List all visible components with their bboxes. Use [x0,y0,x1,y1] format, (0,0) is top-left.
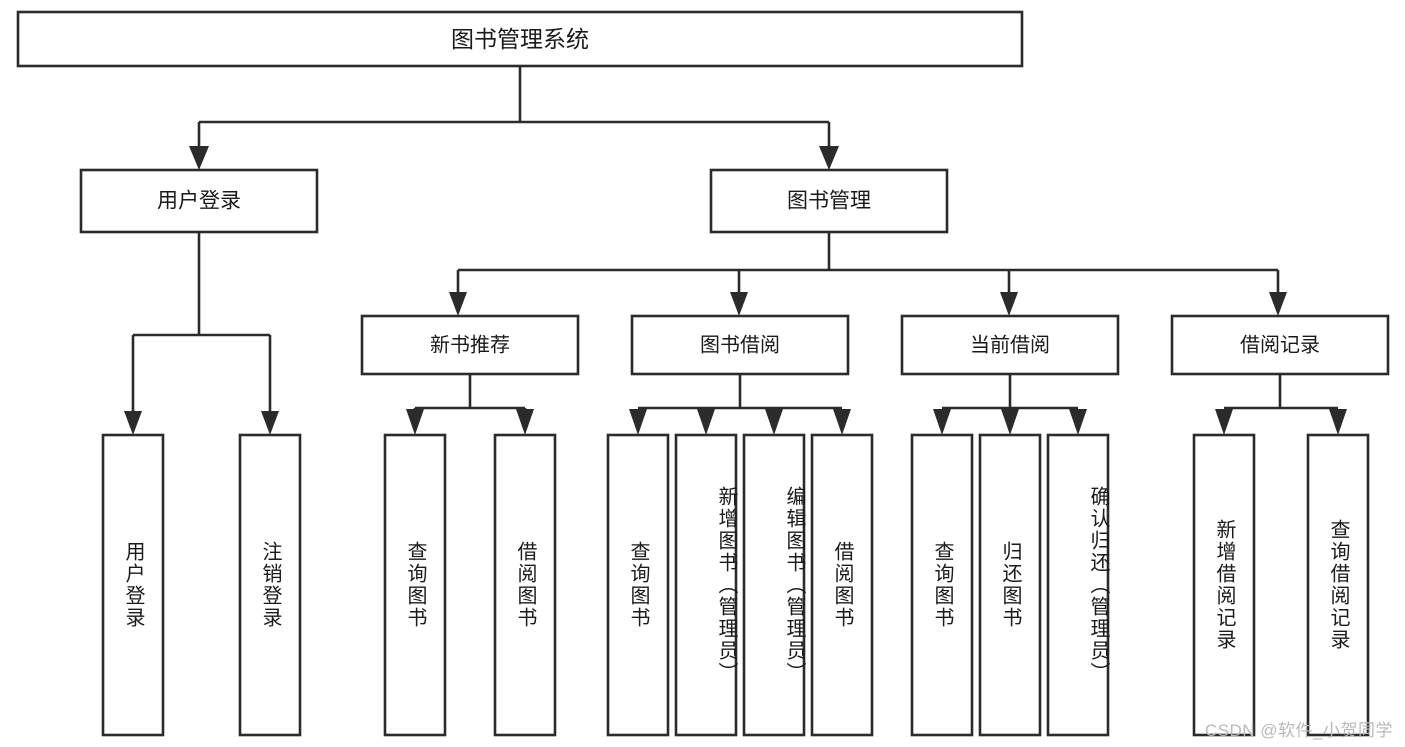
watermark-text: CSDN @软件_小贺同学 [1204,721,1393,740]
node-book-borrow-label: 图书借阅 [700,333,780,356]
node-current-borrow-label: 当前借阅 [970,333,1050,356]
arrowhead-user-login-leaf-2 [261,411,279,435]
leaf-box-new-book-1[interactable] [383,433,447,737]
node-new-book-recommend-label: 新书推荐 [430,333,510,356]
leaf-box-book-borrow-3[interactable] [742,433,806,737]
leaf-box-new-book-2[interactable] [493,433,557,737]
leaf-box-book-borrow-1[interactable] [606,433,670,737]
arrowhead-current-borrow-leaf-1 [933,409,951,435]
node-book-management-box[interactable] [709,168,949,234]
arrowhead-new-book-leaf-2 [516,409,534,435]
arrowhead-user-login-leaf-1 [124,411,142,435]
node-root-box[interactable] [16,10,1024,68]
node-book-borrow[interactable]: 图书借阅 [630,314,850,376]
arrowhead-level3-2 [730,292,748,316]
arrowhead-level3-4 [1269,292,1287,316]
arrowhead-current-borrow-leaf-3 [1069,409,1087,435]
arrowhead-borrow-record-leaf-2 [1329,409,1347,435]
arrowhead-user-login [189,146,209,170]
node-borrow-record-label: 借阅记录 [1240,333,1320,356]
node-borrow-record-box[interactable] [1170,314,1390,376]
arrowhead-book-borrow-leaf-3 [765,409,783,435]
node-current-borrow-box[interactable] [900,314,1120,376]
leaf-box-book-borrow-4[interactable] [810,433,874,737]
node-book-management[interactable]: 图书管理 [709,168,949,234]
arrowhead-book-mgmt [819,146,839,170]
leaf-box-current-borrow-3[interactable] [1046,433,1110,737]
leaf-box-user-login-1[interactable] [101,433,165,737]
arrowhead-level3-3 [1000,292,1018,316]
node-new-book-recommend-box[interactable] [360,314,580,376]
node-book-borrow-box[interactable] [630,314,850,376]
leaf-box-user-login-2[interactable] [238,433,302,737]
node-user-login-box[interactable] [79,168,319,234]
node-borrow-record[interactable]: 借阅记录 [1170,314,1390,376]
node-user-login-label: 用户登录 [157,190,241,213]
leaf-box-current-borrow-1[interactable] [910,433,974,737]
node-root-label: 图书管理系统 [451,26,589,52]
arrowhead-level3-1 [449,292,467,316]
node-user-login[interactable]: 用户登录 [79,168,319,234]
arrowhead-new-book-leaf-1 [406,409,424,435]
node-book-management-label: 图书管理 [787,190,871,213]
arrowhead-current-borrow-leaf-2 [1001,409,1019,435]
arrowhead-borrow-record-leaf-1 [1215,409,1233,435]
leaf-box-borrow-record-2[interactable] [1306,433,1370,737]
arrowhead-book-borrow-leaf-4 [833,409,851,435]
arrowhead-book-borrow-leaf-1 [629,409,647,435]
node-root[interactable]: 图书管理系统 [16,10,1024,68]
leaf-box-book-borrow-2[interactable] [674,433,738,737]
leaf-box-current-borrow-2[interactable] [978,433,1042,737]
node-new-book-recommend[interactable]: 新书推荐 [360,314,580,376]
node-current-borrow[interactable]: 当前借阅 [900,314,1120,376]
leaf-box-layer [101,433,1370,737]
leaf-box-borrow-record-1[interactable] [1192,433,1256,737]
connector-layer [124,66,1347,435]
arrowhead-book-borrow-leaf-2 [697,409,715,435]
